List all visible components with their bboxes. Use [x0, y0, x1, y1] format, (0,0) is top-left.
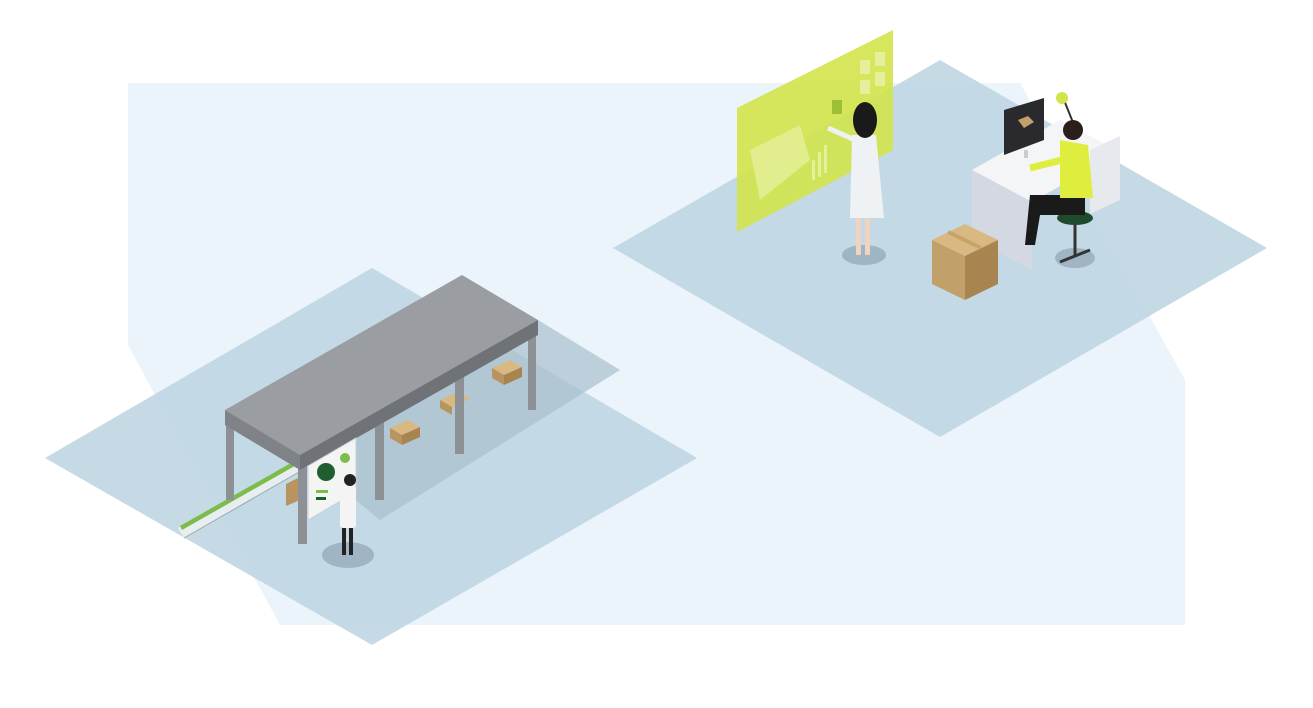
conveyor-table-top: [225, 275, 538, 470]
conveyor-belt: [178, 459, 307, 539]
office-worker-man: [1025, 120, 1095, 268]
analytics-board: [307, 437, 357, 521]
factory-worker: [322, 474, 374, 568]
computer-monitor: [1004, 98, 1044, 158]
analyst-woman: [826, 102, 886, 265]
holographic-dashboard: [737, 30, 893, 232]
cardboard-box: [932, 224, 998, 300]
